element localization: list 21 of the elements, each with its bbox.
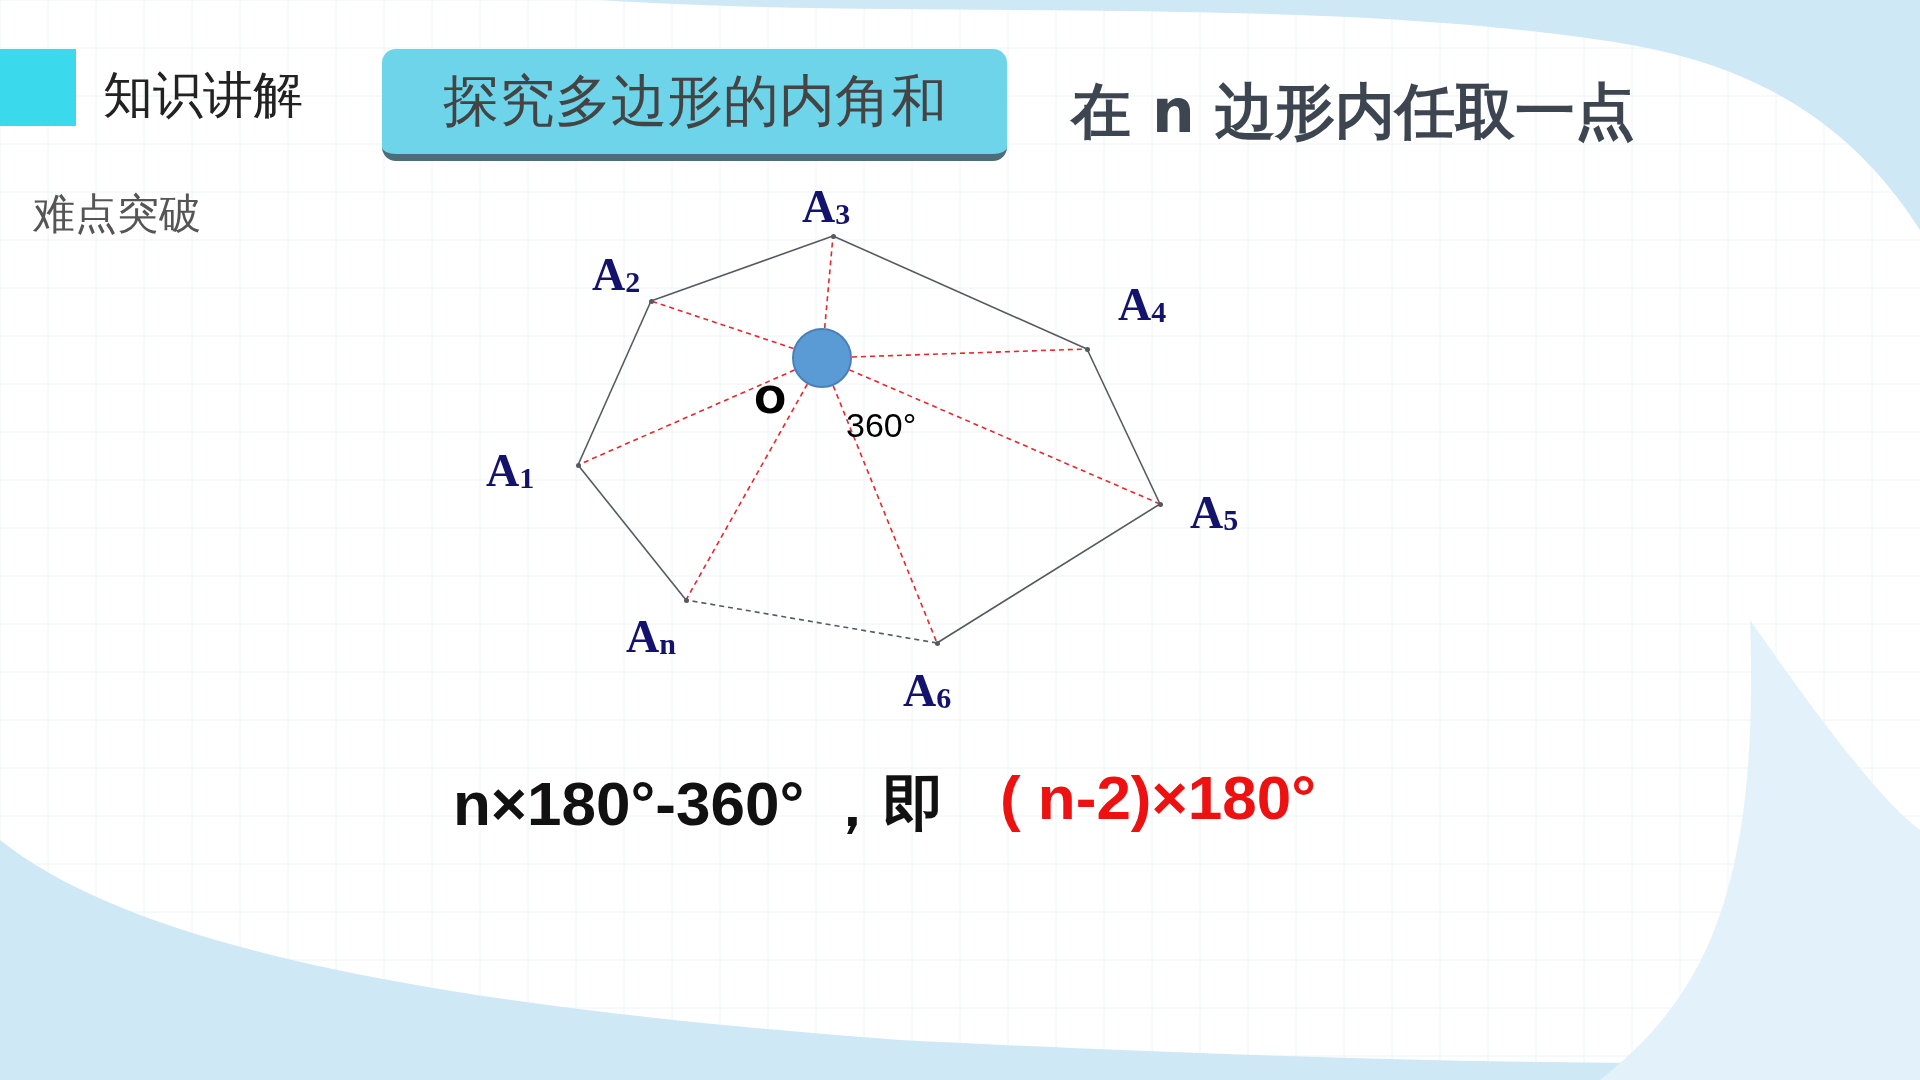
title-box — [382, 49, 1007, 161]
dashed-line — [685, 383, 809, 601]
vertex-point — [683, 597, 689, 603]
angle-label: 360° — [846, 406, 917, 445]
vertex-point — [575, 462, 581, 468]
dashed-line — [848, 369, 1161, 505]
formula-result: ( n-2)×180° — [1000, 762, 1316, 833]
point-label: O — [754, 378, 787, 422]
vertex-point — [1157, 501, 1163, 507]
vertex-point — [934, 640, 940, 646]
subtitle: 在 n 边形内任取一点 — [1071, 75, 1636, 148]
marked-point — [792, 328, 852, 388]
vertex-point — [830, 233, 836, 239]
formula-text: n×180°-360° ，即 — [453, 768, 946, 840]
title-text: 探究多边形的内角和 — [442, 66, 947, 135]
polygon-side — [936, 503, 1161, 644]
vertex-point — [1084, 346, 1090, 352]
dashed-line — [832, 385, 938, 644]
section-heading: 知识讲解 — [103, 65, 303, 126]
vertex-point — [648, 298, 654, 304]
subheading: 难点突破 — [33, 188, 201, 240]
